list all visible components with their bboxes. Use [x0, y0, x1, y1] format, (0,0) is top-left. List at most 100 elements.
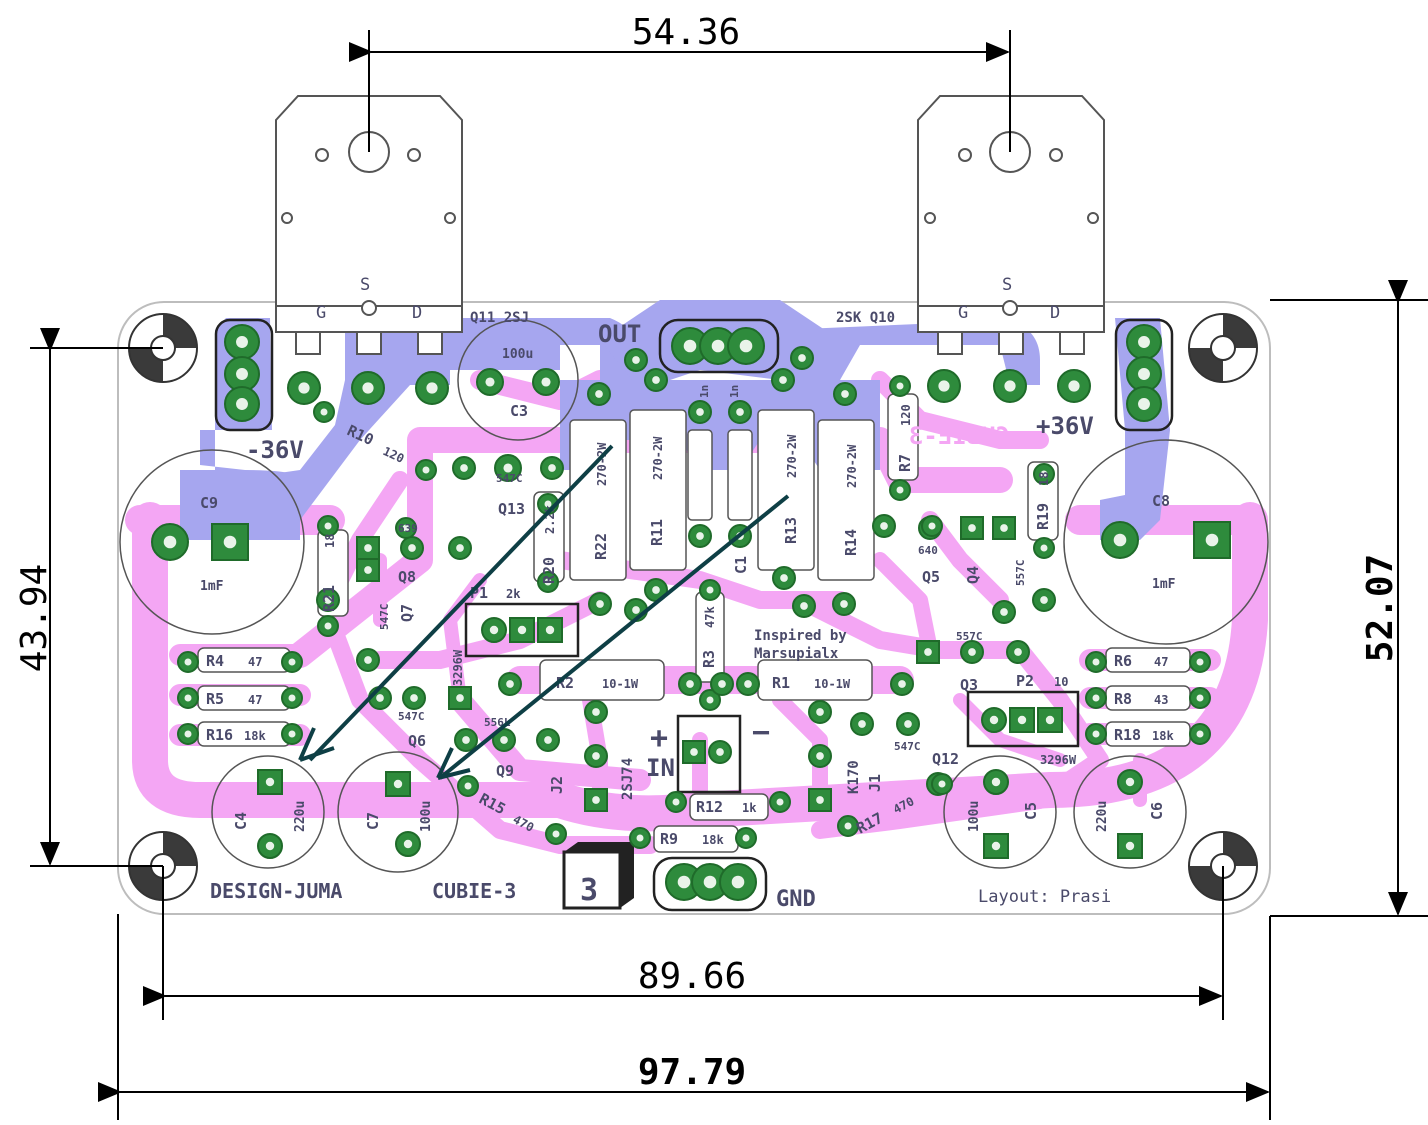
pad-drill-hole — [1068, 380, 1080, 392]
component-label-q4-val: 557C — [1014, 560, 1027, 587]
component-label-r3: R3 — [700, 650, 718, 668]
component-label-c3: C3 — [510, 402, 528, 420]
dim-top-width: 54.36 — [632, 12, 740, 53]
component-label-c4-val: 220u — [293, 801, 308, 832]
pad-drill-hole — [184, 694, 192, 702]
component-label-r19: R19 — [1034, 503, 1052, 530]
pad-drill-hole — [938, 380, 950, 392]
pad-drill-hole — [672, 798, 680, 806]
pad-drill-hole — [265, 841, 275, 851]
dim-board-width: 97.79 — [638, 1052, 746, 1093]
pad-drill-hole — [632, 356, 640, 364]
dimension-labels: 54.36 43.94 52.07 89.66 97.79 — [14, 12, 1401, 1093]
component-label-r9: R9 — [660, 830, 678, 848]
pad-drill-hole — [896, 486, 904, 494]
pad-drill-hole — [544, 500, 552, 508]
pads — [151, 324, 1231, 901]
pad-drill-hole — [410, 694, 418, 702]
component-label-r18-val: 18k — [1152, 729, 1174, 743]
pad-drill-hole — [991, 777, 1001, 787]
pad-drill-hole — [236, 368, 248, 380]
component-label-c6-val: 220u — [1095, 801, 1110, 832]
pad-drill-hole — [265, 777, 275, 787]
pad-drill-hole — [1017, 715, 1027, 725]
pad-drill-hole — [1000, 524, 1008, 532]
pad-drill-hole — [744, 680, 752, 688]
q10-pin-d: D — [1050, 303, 1060, 323]
pad-drill-hole — [632, 606, 640, 614]
pad-drill-hole — [731, 875, 745, 889]
component-label-q3-val: 557C — [956, 630, 983, 643]
pad-drill-hole — [456, 544, 464, 552]
pad-drill-hole — [408, 544, 416, 552]
dim-right-height: 52.07 — [1360, 554, 1401, 662]
pad-drill-hole — [545, 625, 555, 635]
q10-pin-s: S — [1002, 275, 1012, 295]
component-label-c1: C1 — [732, 556, 750, 574]
in-label: IN — [646, 754, 675, 782]
q11-pin-g: G — [316, 303, 326, 323]
pad-drill-hole — [696, 532, 704, 540]
pad-drill-hole — [898, 680, 906, 688]
pad-drill-hole — [844, 822, 852, 830]
pad-drill-hole — [928, 522, 936, 530]
pad — [509, 617, 535, 643]
component-label-p1-val: 2k — [506, 587, 521, 601]
pad-drill-hole — [780, 574, 788, 582]
component-label-q9: Q9 — [496, 762, 514, 780]
component-label-c9-val: 1mF — [200, 579, 224, 594]
pad-drill-hole — [403, 839, 413, 849]
pad-drill-hole — [696, 408, 704, 416]
component-label-c7-val: 100u — [419, 801, 434, 832]
pad-drill-hole — [489, 625, 499, 635]
pad-drill-hole — [541, 377, 551, 387]
component-label-j2: J2 — [548, 776, 566, 794]
component-label-r11-val: 270-2W — [651, 436, 665, 480]
pad-drill-hole — [184, 658, 192, 666]
pad-drill-hole — [1040, 470, 1048, 478]
component-label-c9: C9 — [200, 494, 218, 512]
component-label-c3-val: 100u — [502, 347, 533, 362]
q11-pin-s: S — [360, 275, 370, 295]
component-label-r21: R21 — [320, 585, 338, 612]
pad-drill-hole — [184, 730, 192, 738]
component-label-c4: C4 — [232, 812, 250, 830]
component-label-r1: R1 — [772, 674, 790, 692]
component-label-j1: J1 — [866, 774, 884, 792]
pad-drill-hole — [706, 696, 714, 704]
pad-drill-hole — [236, 398, 248, 410]
component-label-c8-val: 1mF — [1152, 577, 1176, 592]
component-label-r4-val: 47 — [248, 655, 262, 669]
component-label-q4: Q4 — [964, 566, 982, 584]
pad-drill-hole — [544, 736, 552, 744]
component-label-r16: R16 — [206, 726, 233, 744]
layout-credit: Layout: Prasi — [978, 887, 1111, 907]
pad-drill-hole — [1113, 533, 1127, 547]
component-label-r8-val: 43 — [1154, 693, 1168, 707]
component-label-c7: C7 — [364, 812, 382, 830]
neg-supply-label: -36V — [246, 436, 304, 464]
pad-drill-hole — [393, 779, 403, 789]
pad-drill-hole — [485, 377, 495, 387]
pad-drill-hole — [880, 522, 888, 530]
pad-drill-hole — [324, 522, 332, 530]
mosfet-q10-outline — [917, 95, 1105, 355]
pad-drill-hole — [1092, 694, 1100, 702]
component-label-r9-val: 18k — [702, 833, 724, 847]
pad-drill-hole — [711, 339, 725, 353]
resistor-bodies — [197, 393, 1191, 853]
pad-drill-hole — [460, 464, 468, 472]
pad-drill-hole — [426, 382, 438, 394]
pad-drill-hole — [1092, 658, 1100, 666]
pad-drill-hole — [324, 596, 332, 604]
component-label-r8: R8 — [1114, 690, 1132, 708]
silkscreen: OUT IN GND + − -36V +36V DESIGN-JUMA CUB… — [210, 275, 1111, 912]
pad-drill-hole — [288, 730, 296, 738]
component-label-r14: R14 — [842, 529, 860, 556]
pad-drill-hole — [896, 382, 904, 390]
pad-drill-hole — [1040, 544, 1048, 552]
pad-drill-hole — [924, 648, 932, 656]
component-label-r22: R22 — [592, 533, 610, 560]
